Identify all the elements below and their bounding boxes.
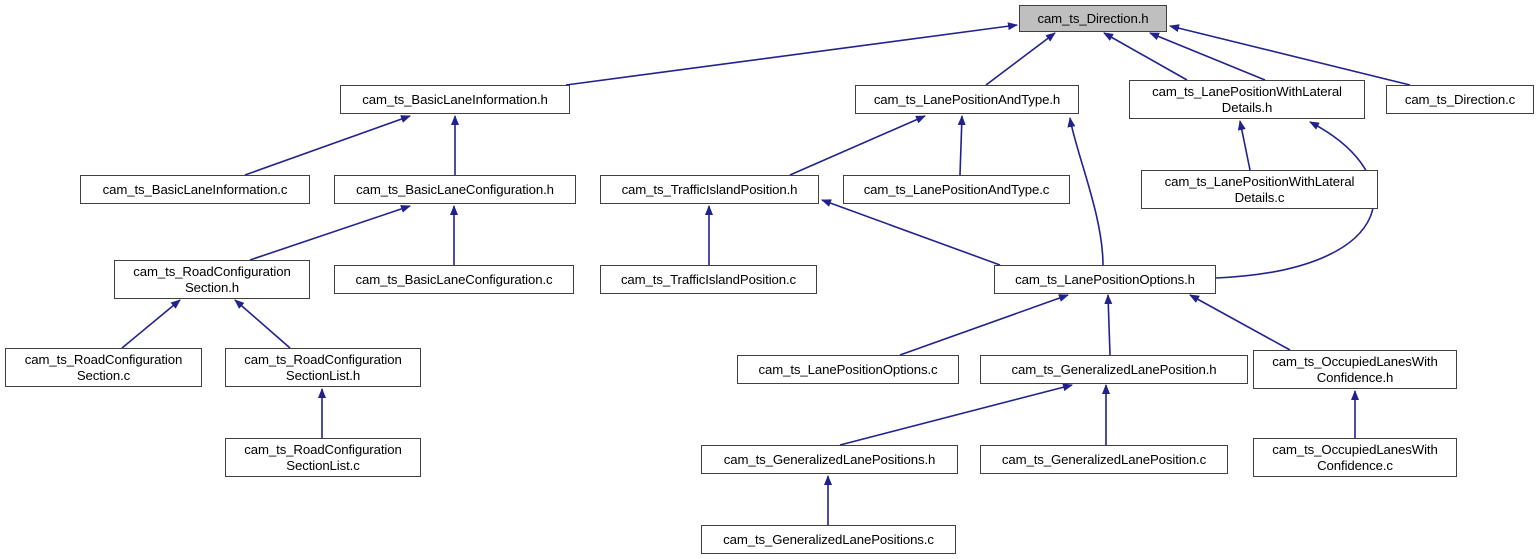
graph-node-lanepositionandtype-c[interactable]: cam_ts_LanePositionAndType.c (843, 175, 1070, 204)
graph-node-label: cam_ts_LanePositionWithLateral Details.h (1152, 83, 1342, 115)
graph-node-label: cam_ts_TrafficIslandPosition.h (621, 181, 798, 197)
dependency-edge (244, 115, 411, 176)
dependency-edge (821, 199, 1001, 266)
graph-node-label: cam_ts_RoadConfiguration Section.h (133, 263, 291, 295)
graph-node-label: cam_ts_RoadConfiguration SectionList.h (244, 351, 402, 383)
dependency-edge (1237, 120, 1251, 171)
dependency-edge (957, 115, 966, 176)
graph-node-lpwld-c[interactable]: cam_ts_LanePositionWithLateral Details.c (1141, 170, 1378, 209)
graph-node-basiclaneconfig-c[interactable]: cam_ts_BasicLaneConfiguration.c (334, 265, 574, 294)
dependency-edge (1149, 32, 1266, 81)
graph-node-label: cam_ts_RoadConfiguration Section.c (24, 351, 183, 383)
graph-node-label: cam_ts_TrafficIslandPosition.c (620, 271, 797, 287)
dependency-edge (1169, 24, 1411, 86)
dependency-edge (1067, 117, 1104, 266)
dependency-edge (121, 299, 181, 349)
graph-node-label: cam_ts_GeneralizedLanePositions.h (723, 451, 936, 467)
graph-node-lanepositionoptions-c[interactable]: cam_ts_LanePositionOptions.c (737, 355, 959, 384)
dependency-edge (565, 22, 1018, 86)
dependency-edge (839, 383, 1073, 446)
graph-node-label: cam_ts_Direction.h (1037, 10, 1149, 26)
graph-node-direction-h[interactable]: cam_ts_Direction.h (1019, 5, 1167, 32)
graph-node-label: cam_ts_GeneralizedLanePositions.c (723, 531, 934, 547)
graph-node-label: cam_ts_GeneralizedLanePosition.c (1001, 451, 1207, 467)
graph-node-roadconfigsectionlist-h[interactable]: cam_ts_RoadConfiguration SectionList.h (225, 348, 421, 387)
graph-node-generalizedlanepositions-h[interactable]: cam_ts_GeneralizedLanePositions.h (701, 445, 958, 474)
graph-node-label: cam_ts_OccupiedLanesWith Confidence.c (1272, 441, 1438, 473)
dependency-edge (985, 32, 1056, 86)
graph-node-trafficislandposition-h[interactable]: cam_ts_TrafficIslandPosition.h (600, 175, 819, 204)
graph-node-roadconfigsectionlist-c[interactable]: cam_ts_RoadConfiguration SectionList.c (225, 438, 421, 477)
graph-node-label: cam_ts_LanePositionOptions.h (1015, 271, 1195, 287)
graph-node-label: cam_ts_OccupiedLanesWith Confidence.h (1272, 353, 1438, 385)
graph-node-roadconfigsection-c[interactable]: cam_ts_RoadConfiguration Section.c (5, 348, 202, 387)
graph-node-direction-c[interactable]: cam_ts_Direction.c (1386, 85, 1534, 114)
graph-node-label: cam_ts_LanePositionWithLateral Details.c (1164, 173, 1355, 205)
graph-node-label: cam_ts_LanePositionAndType.h (873, 91, 1061, 107)
graph-node-label: cam_ts_BasicLaneConfiguration.h (356, 181, 554, 197)
graph-node-label: cam_ts_GeneralizedLanePosition.h (1011, 361, 1217, 377)
graph-node-occupiedlanes-h[interactable]: cam_ts_OccupiedLanesWith Confidence.h (1253, 350, 1457, 389)
graph-node-label: cam_ts_Direction.c (1404, 91, 1516, 107)
graph-node-label: cam_ts_LanePositionOptions.c (758, 361, 938, 377)
graph-node-label: cam_ts_RoadConfiguration SectionList.c (244, 441, 402, 473)
graph-node-lpwld-h[interactable]: cam_ts_LanePositionWithLateral Details.h (1129, 80, 1365, 119)
dependency-edge (899, 294, 1069, 356)
graph-node-label: cam_ts_BasicLaneInformation.c (102, 181, 288, 197)
dependency-edge (1189, 294, 1291, 351)
dependency-edge (1103, 32, 1188, 81)
dependency-edge (1104, 294, 1113, 356)
dependency-edge (234, 299, 291, 349)
graph-node-label: cam_ts_BasicLaneInformation.h (362, 91, 548, 107)
graph-node-occupiedlanes-c[interactable]: cam_ts_OccupiedLanesWith Confidence.c (1253, 438, 1457, 477)
graph-node-basiclaneinformation-h[interactable]: cam_ts_BasicLaneInformation.h (340, 85, 570, 114)
graph-node-lanepositionandtype-h[interactable]: cam_ts_LanePositionAndType.h (855, 85, 1079, 114)
dependency-edge (789, 115, 926, 176)
graph-node-generalizedlaneposition-h[interactable]: cam_ts_GeneralizedLanePosition.h (980, 355, 1248, 384)
graph-node-basiclaneconfig-h[interactable]: cam_ts_BasicLaneConfiguration.h (334, 175, 576, 204)
graph-node-label: cam_ts_LanePositionAndType.c (863, 181, 1050, 197)
graph-node-lanepositionoptions-h[interactable]: cam_ts_LanePositionOptions.h (994, 265, 1216, 294)
graph-node-basiclaneinformation-c[interactable]: cam_ts_BasicLaneInformation.c (80, 175, 310, 204)
graph-node-trafficislandposition-c[interactable]: cam_ts_TrafficIslandPosition.c (600, 265, 817, 294)
dependency-edge (249, 205, 411, 261)
graph-node-label: cam_ts_BasicLaneConfiguration.c (355, 271, 553, 287)
graph-node-generalizedlanepositions-c[interactable]: cam_ts_GeneralizedLanePositions.c (701, 525, 956, 554)
graph-node-generalizedlaneposition-c[interactable]: cam_ts_GeneralizedLanePosition.c (980, 445, 1228, 474)
graph-node-roadconfigsection-h[interactable]: cam_ts_RoadConfiguration Section.h (114, 260, 310, 299)
